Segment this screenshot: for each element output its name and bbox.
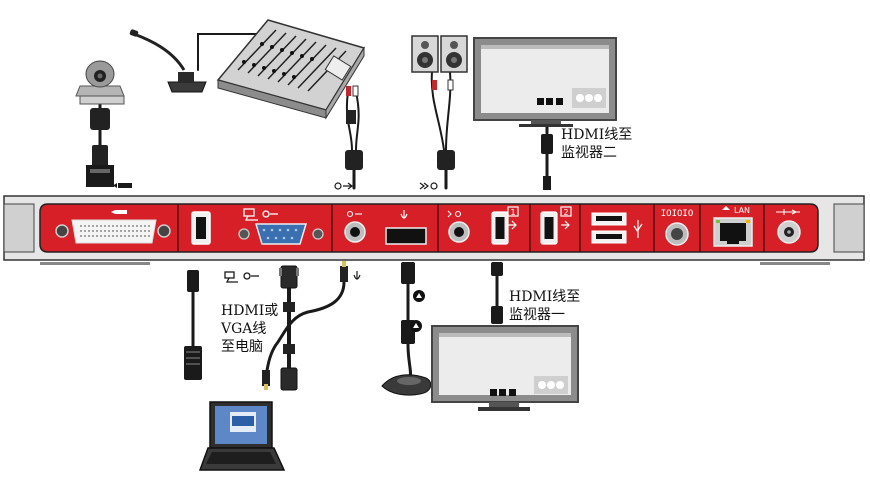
laptop (198, 401, 286, 471)
hdmi-plug-computer (184, 270, 202, 380)
red-io-area (39, 203, 819, 253)
label-computer-line3: 至电脑 (221, 339, 263, 355)
label-monitor1-line2: 监视器一 (509, 307, 565, 323)
pc-audio-cable (264, 280, 346, 378)
hdmi-plug-monitor1 (491, 262, 503, 324)
cables (98, 33, 549, 380)
speakers (411, 35, 468, 170)
label-computer-line1: HDMI或 (221, 303, 278, 319)
hdmi-out-2-number: 2 (563, 208, 568, 217)
hdmi-in-port (191, 211, 211, 245)
microphone (129, 29, 207, 93)
usb-icon (633, 220, 643, 238)
audio-out-symbol (419, 182, 438, 190)
power-port (776, 209, 801, 244)
label-monitor1-line1: HDMI线至 (509, 289, 580, 305)
serial-label: IOIOIO (661, 209, 694, 219)
lan-label: LAN (734, 206, 750, 215)
lan-port: LAN (713, 206, 753, 247)
audio-out-jack (447, 210, 470, 243)
mic-symbol (353, 271, 361, 280)
ptz-camera (75, 60, 125, 187)
label-monitor2-line1: HDMI线至 (561, 127, 632, 143)
mixer-cable (197, 33, 269, 71)
label-monitor2-line2: 监视器二 (561, 145, 617, 161)
table-microphone (381, 374, 432, 396)
mic-connector (385, 210, 427, 245)
audio-in-symbol (334, 182, 353, 190)
hdmi-out-1-number: 1 (510, 208, 515, 217)
vga-in-port (238, 208, 324, 245)
hdmi-out-1-port: 1 (491, 206, 519, 245)
vga-symbol (224, 271, 259, 283)
vga-plug (279, 265, 299, 391)
dvi-port (55, 210, 171, 244)
mic-pod-connectors (401, 262, 425, 344)
label-monitor1: HDMI线至 监视器一 (509, 289, 580, 323)
rca-plugs-mixer (345, 85, 363, 170)
hdmi-plug-monitor2 (541, 134, 553, 190)
audio-mixer (216, 19, 366, 120)
hdmi-out-2-port: 2 (540, 206, 572, 245)
serial-port: IOIOIO (661, 209, 694, 246)
dvi-symbol (113, 183, 132, 188)
label-monitor2: HDMI线至 监视器二 (561, 127, 632, 161)
network-icon (722, 206, 730, 210)
monitor-1 (431, 325, 579, 411)
audio-in-jack (344, 210, 366, 243)
monitor-2 (473, 37, 617, 127)
usb-ports (591, 212, 643, 244)
dc-power-icon (776, 209, 800, 215)
label-computer-line2: VGA线 (220, 321, 266, 337)
label-computer: HDMI或 VGA线 至电脑 (220, 303, 278, 355)
pc-audio-plug (262, 261, 348, 390)
